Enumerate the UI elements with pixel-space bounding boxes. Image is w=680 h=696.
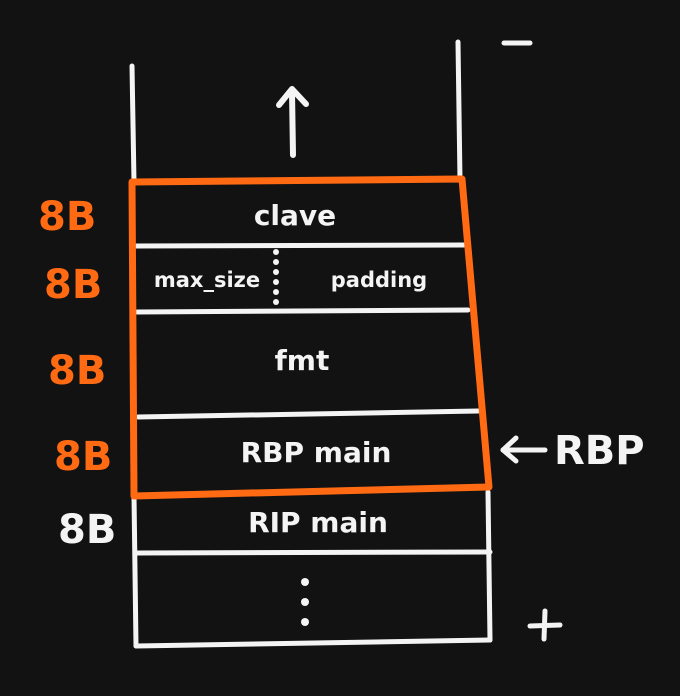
size-label-rip-main: 8B [58,507,116,553]
frame-highlight-outline [128,175,493,500]
stack-right-wall-bottom [485,489,493,643]
stack-bottom-line [133,637,493,649]
plus-icon [527,608,563,642]
size-label-rbp-main: 8B [54,434,112,480]
divider-maxsize-fmt [134,307,471,315]
rbp-pointer-arrow-icon [500,435,548,464]
stack-left-wall-top [129,63,137,185]
stack-right-wall-top [455,39,463,183]
size-label-clave: 8B [38,194,96,240]
cell-label-clave: clave [254,199,336,232]
cell-label-rip-main: RIP main [248,506,388,539]
size-label-max-size: 8B [44,262,102,308]
cell-label-rbp-main: RBP main [241,436,392,469]
up-arrow-icon [276,86,309,158]
split-dots [273,249,279,305]
cell-label-fmt: fmt [275,344,330,377]
stack-left-wall-bottom [131,493,139,649]
divider-clave-maxsize [133,242,467,249]
divider-fmt-rbp [135,408,481,420]
cell-label-max-size: max_size [154,268,260,292]
size-label-fmt: 8B [48,348,106,394]
divider-rip-bottom [134,549,493,556]
cell-label-padding: padding [331,268,427,292]
continuation-dots [301,578,309,626]
rbp-pointer-label: RBP [554,428,645,474]
